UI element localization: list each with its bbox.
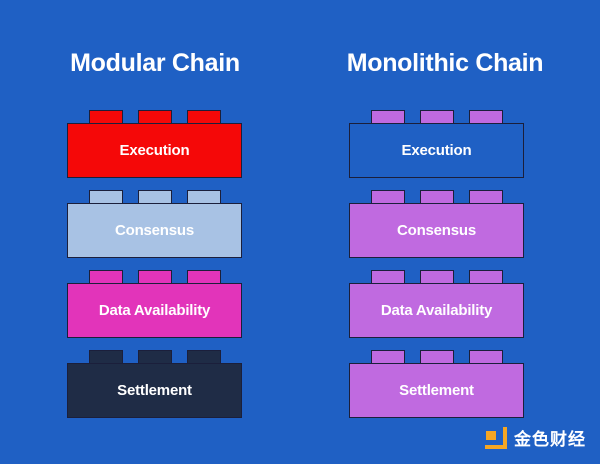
brick-stud	[88, 270, 123, 284]
brick-studs	[67, 110, 242, 124]
brick-stud	[370, 350, 405, 364]
brick-studs	[349, 350, 524, 364]
brick-modular-0[interactable]: Execution	[67, 110, 242, 178]
brick-stud	[137, 110, 172, 124]
brick-stud	[370, 190, 405, 204]
brick-monolithic-3[interactable]: Settlement	[349, 350, 524, 418]
brick-body: Consensus	[67, 203, 242, 258]
brick-stud	[88, 350, 123, 364]
brick-studs	[67, 350, 242, 364]
brick-modular-3[interactable]: Settlement	[67, 350, 242, 418]
jinse-logo-icon	[485, 426, 507, 449]
brick-stud	[370, 110, 405, 124]
brick-stud	[88, 190, 123, 204]
brick-studs	[67, 190, 242, 204]
brick-body: Data Availability	[349, 283, 524, 338]
brick-stud	[370, 270, 405, 284]
brick-stud	[468, 190, 503, 204]
column-title-modular: Modular Chain	[70, 49, 240, 77]
brick-stud	[419, 350, 454, 364]
brick-stud	[186, 270, 221, 284]
brick-stud	[137, 270, 172, 284]
brick-studs	[349, 270, 524, 284]
brick-monolithic-1[interactable]: Consensus	[349, 190, 524, 258]
column-title-monolithic: Monolithic Chain	[346, 49, 544, 77]
brick-label: Execution	[119, 142, 190, 159]
brick-body: Execution	[67, 123, 242, 178]
brick-body: Settlement	[349, 363, 524, 418]
brick-body: Data Availability	[67, 283, 242, 338]
brick-label: Consensus	[396, 222, 477, 239]
brick-monolithic-2[interactable]: Data Availability	[349, 270, 524, 338]
brick-label: Settlement	[117, 382, 192, 399]
brick-stud	[419, 110, 454, 124]
brick-body: Execution	[349, 123, 524, 178]
watermark: 金色财经	[485, 425, 586, 450]
watermark-text: 金色财经	[514, 430, 586, 449]
brick-label: Data Availability	[380, 302, 493, 319]
brick-modular-2[interactable]: Data Availability	[67, 270, 242, 338]
brick-stud	[419, 190, 454, 204]
brick-body: Settlement	[67, 363, 242, 418]
brick-studs	[349, 110, 524, 124]
brick-studs	[349, 190, 524, 204]
brick-stud	[468, 110, 503, 124]
brick-label: Consensus	[114, 222, 195, 239]
brick-body: Consensus	[349, 203, 524, 258]
brick-monolithic-0[interactable]: Execution	[349, 110, 524, 178]
brick-stud	[186, 190, 221, 204]
brick-stud	[88, 110, 123, 124]
brick-stud	[186, 110, 221, 124]
brick-stud	[137, 190, 172, 204]
brick-stud	[186, 350, 221, 364]
brick-stud	[468, 350, 503, 364]
brick-stud	[468, 270, 503, 284]
brick-label: Execution	[401, 142, 472, 159]
brick-label: Data Availability	[98, 302, 211, 319]
brick-stud	[419, 270, 454, 284]
brick-modular-1[interactable]: Consensus	[67, 190, 242, 258]
brick-stud	[137, 350, 172, 364]
brick-studs	[67, 270, 242, 284]
brick-label: Settlement	[399, 382, 474, 399]
